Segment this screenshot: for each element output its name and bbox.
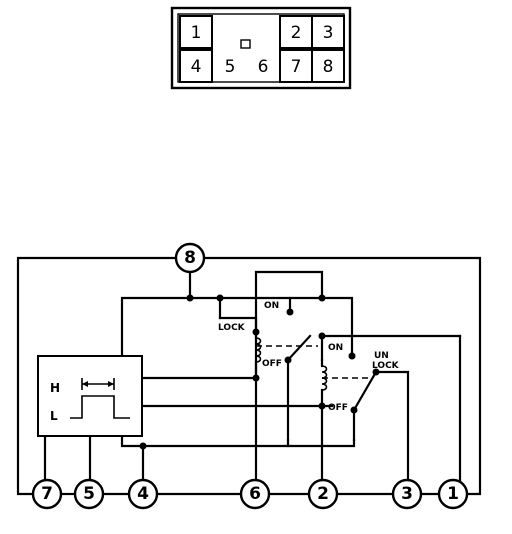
lock-relay-coil [255, 337, 262, 363]
pin-7-label: 7 [291, 57, 302, 77]
connector-face: 1 2 3 4 5 6 7 8 [170, 6, 352, 90]
terminal-5: 5 [73, 478, 105, 510]
pin-8-label: 8 [323, 57, 334, 77]
svg-text:1: 1 [447, 484, 459, 504]
terminal-4: 4 [127, 478, 159, 510]
pin-2-label: 2 [291, 23, 302, 43]
label-lock: LOCK [218, 323, 246, 333]
terminal-6: 6 [239, 478, 271, 510]
label-un: UN [374, 351, 389, 361]
terminal-7: 7 [31, 478, 63, 510]
svg-text:5: 5 [83, 484, 95, 504]
terminal-2: 2 [307, 478, 339, 510]
timer-module: H L [37, 355, 143, 437]
terminal-1: 1 [437, 478, 469, 510]
svg-text:7: 7 [41, 484, 53, 504]
pin-4-label: 4 [191, 57, 202, 77]
svg-text:4: 4 [137, 484, 149, 504]
label-off-right: OFF [328, 403, 348, 413]
pin-3-label: 3 [323, 23, 334, 43]
svg-text:8: 8 [184, 248, 196, 268]
label-on-mid: ON [328, 343, 343, 353]
label-unlock: LOCK [372, 361, 400, 371]
junction-dots [139, 294, 380, 450]
svg-text:2: 2 [317, 484, 329, 504]
svg-text:3: 3 [401, 484, 413, 504]
label-on-top: ON [264, 301, 279, 311]
pin-5-label: 5 [225, 57, 236, 77]
svg-text:6: 6 [249, 484, 261, 504]
terminal-3: 3 [391, 478, 423, 510]
label-l: L [50, 409, 58, 423]
pin-6-label: 6 [258, 57, 269, 77]
label-off-left: OFF [262, 359, 282, 369]
terminal-8: 8 [174, 242, 206, 274]
label-h: H [50, 381, 60, 395]
circuit-wires [16, 256, 482, 496]
pin-1-label: 1 [191, 23, 202, 43]
unlock-relay-coil [321, 365, 328, 391]
